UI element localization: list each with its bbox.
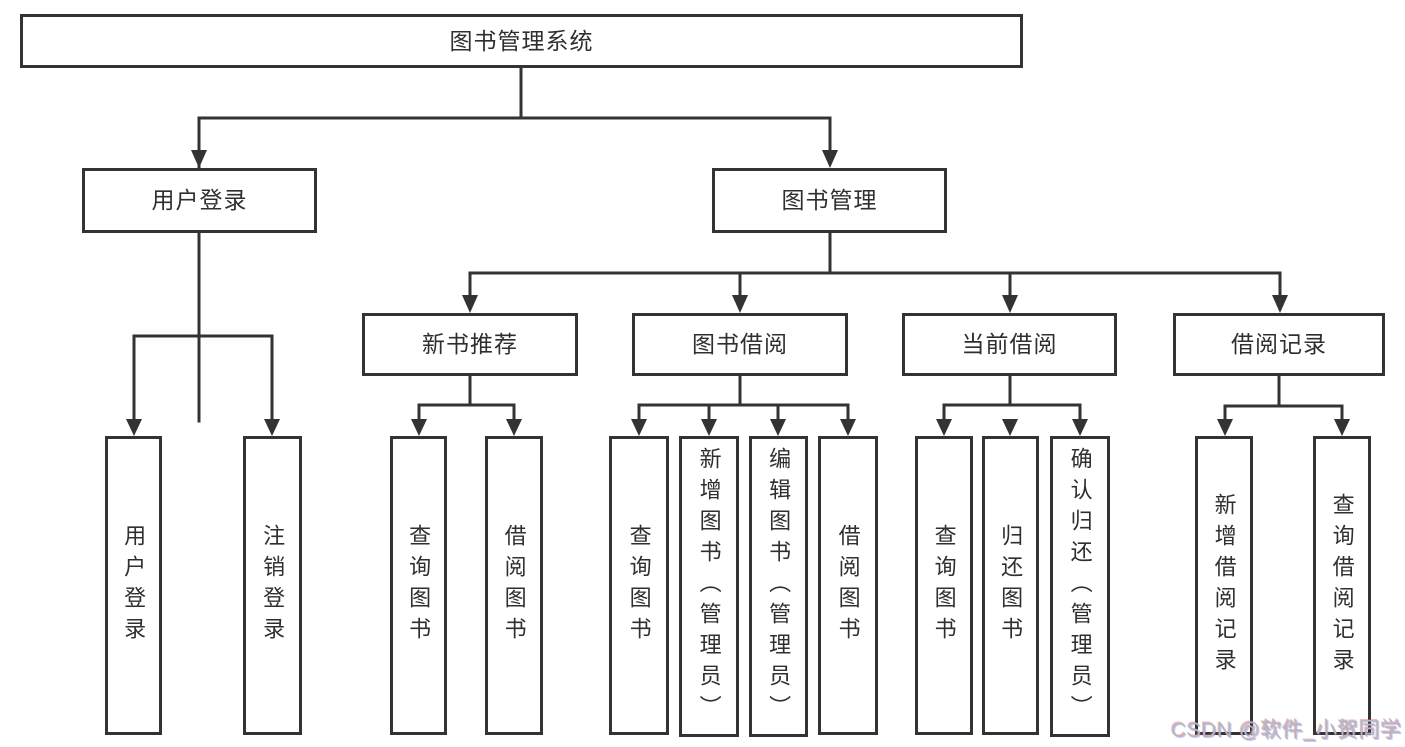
arrow-leaf-3 xyxy=(411,419,427,436)
arrow-leaf-7 xyxy=(770,419,786,436)
arrow-leaf-9 xyxy=(936,419,952,436)
arrow-leaf-4 xyxy=(506,419,522,436)
connector-book-borrow xyxy=(637,374,850,423)
arrow-to-user-login xyxy=(191,150,207,168)
connector-current-borrow xyxy=(942,374,1082,423)
arrow-to-current-borrow xyxy=(1002,295,1018,313)
node-borrow-records: 借阅记录 xyxy=(1173,313,1385,376)
connector-book-management xyxy=(468,231,1282,299)
connector-user-login xyxy=(132,231,274,423)
node-current-borrow: 当前借阅 xyxy=(902,313,1117,376)
leaf-newrec-borrow-books: 借阅图书 xyxy=(485,436,543,735)
leaf-newrec-query-books: 查询图书 xyxy=(390,436,447,735)
arrow-leaf-10 xyxy=(1002,419,1018,436)
leaf-user-login: 用户登录 xyxy=(105,436,162,735)
arrow-leaf-12 xyxy=(1217,419,1233,436)
leaf-borrow-edit-books-admin: 编辑图书（管理员） xyxy=(749,436,808,737)
arrow-leaf-1 xyxy=(126,419,142,436)
arrow-leaf-13 xyxy=(1334,419,1350,436)
leaf-current-confirm-return-admin: 确认归还（管理员） xyxy=(1050,436,1110,737)
watermark: CSDN @软件_小贺同学 xyxy=(1171,719,1402,742)
leaf-borrow-add-books-admin: 新增图书（管理员） xyxy=(679,436,739,737)
arrow-to-borrow-records xyxy=(1272,295,1288,313)
arrow-leaf-8 xyxy=(840,419,856,436)
leaf-records-add-record: 新增借阅记录 xyxy=(1195,436,1253,735)
node-book-borrow: 图书借阅 xyxy=(632,313,848,376)
connector-new-book xyxy=(417,374,516,423)
leaf-borrow-query-books: 查询图书 xyxy=(609,436,669,735)
arrow-leaf-5 xyxy=(631,419,647,436)
node-new-book-recommend: 新书推荐 xyxy=(362,313,578,376)
node-user-login: 用户登录 xyxy=(82,168,317,233)
node-root-system: 图书管理系统 xyxy=(20,14,1023,68)
leaf-current-query-books: 查询图书 xyxy=(915,436,973,735)
arrow-to-new-book xyxy=(462,295,478,313)
arrow-to-book-borrow xyxy=(732,295,748,313)
leaf-records-query-record: 查询借阅记录 xyxy=(1313,436,1371,735)
arrow-leaf-11 xyxy=(1072,419,1088,436)
arrow-leaf-6 xyxy=(701,419,717,436)
connector-root xyxy=(197,66,832,423)
arrow-to-book-management xyxy=(822,150,838,168)
arrow-leaf-2 xyxy=(264,419,280,436)
connector-borrow-records xyxy=(1223,374,1344,423)
leaf-current-return-books: 归还图书 xyxy=(982,436,1039,735)
node-book-management: 图书管理 xyxy=(712,168,947,233)
arrowheads xyxy=(126,150,1350,436)
leaf-borrow-borrow-books: 借阅图书 xyxy=(818,436,878,735)
leaf-logout: 注销登录 xyxy=(243,436,302,735)
